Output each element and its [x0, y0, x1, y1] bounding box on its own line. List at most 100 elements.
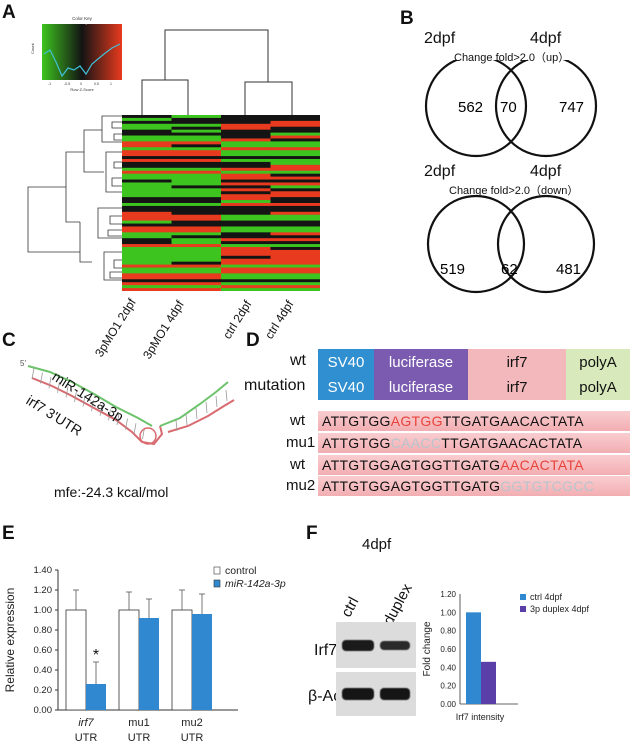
base-pair — [65, 386, 69, 398]
venn-up-overlap-count: 70 — [500, 99, 517, 116]
sv40-segment: SV40 — [318, 349, 374, 375]
color-key-ylabel: Count — [30, 42, 35, 54]
heatmap-cell — [221, 264, 271, 269]
panel-letter-f: F — [306, 523, 318, 544]
heatmap-cell — [221, 270, 271, 274]
heatmap-column-label: ctrl 4dpf — [262, 297, 297, 342]
polya-segment: polyA — [566, 349, 630, 375]
heatmap-cell — [221, 273, 271, 277]
sequence-part: ATTGTGGAGTGGTTGATG — [322, 457, 501, 473]
sequence-part: ATTGTGG — [322, 435, 391, 451]
heatmap-cell — [122, 144, 172, 148]
heatmap-cell — [171, 197, 222, 201]
heatmap-cell — [221, 135, 271, 139]
heatmap-cell — [270, 285, 321, 289]
heatmap-cell — [171, 229, 222, 233]
heatmap-cell — [171, 220, 222, 225]
heatmap-cell — [270, 156, 321, 160]
heatmap-cell — [122, 176, 172, 181]
heatmap-cell — [171, 255, 222, 260]
base-pair — [57, 381, 60, 393]
x-tick-label: irf7 — [78, 717, 94, 729]
venn-down-overlap-count: 62 — [501, 261, 518, 278]
legend-swatch — [213, 579, 221, 588]
luciferase-segment: luciferase — [374, 349, 468, 375]
heatmap-cell — [171, 179, 222, 183]
heatmap-cell — [171, 150, 222, 154]
heatmap-cell — [171, 282, 222, 286]
heatmap-cell — [270, 123, 321, 128]
heatmap-cell — [270, 132, 321, 137]
heatmap-cell — [171, 203, 222, 207]
y-tick-label: 0.60 — [34, 645, 53, 656]
heatmap-cell — [171, 194, 222, 198]
venn-down: 519 62 481 — [426, 194, 596, 294]
bar-duplex — [481, 661, 496, 704]
heatmap-cell — [221, 132, 271, 137]
heatmap-cell — [270, 241, 321, 245]
heatmap-cell — [171, 214, 222, 219]
heatmap-cell — [171, 232, 222, 236]
sequence-site: GGTGTCGCC — [500, 478, 595, 494]
venn-down-left-label: 2dpf — [424, 163, 456, 180]
heatmap-cell — [122, 255, 172, 260]
color-key-xlabel: Row Z-Score — [70, 87, 94, 92]
sequence-name: mu2 — [286, 477, 316, 494]
heatmap-cell — [221, 144, 271, 148]
heatmap-cell — [270, 279, 321, 283]
blot-band — [342, 640, 374, 651]
heatmap-cell — [171, 115, 222, 119]
sequence-name: wt — [290, 412, 305, 429]
blot-lane-label: ctrl — [338, 594, 363, 620]
heatmap-cell — [270, 173, 321, 178]
heatmap-cell — [171, 249, 222, 254]
base-pair — [74, 390, 77, 403]
heatmap-cell — [122, 220, 172, 225]
sequence-part: TTGATGAACACTATA — [442, 413, 584, 429]
heatmap-cell — [221, 252, 271, 257]
heatmap-cell — [221, 161, 271, 166]
x-tick-label: mu1 — [128, 717, 149, 729]
venn-up-right-count: 747 — [559, 99, 584, 116]
heatmap-cell — [122, 126, 172, 131]
sequence-site: AGTGG — [390, 413, 443, 429]
heatmap-cell — [122, 226, 172, 230]
heatmap-cell — [122, 179, 172, 183]
panel-letter-b: B — [400, 8, 414, 29]
heatmap-cell — [122, 120, 172, 125]
base-pair — [82, 395, 86, 407]
heatmap-cell — [171, 235, 222, 239]
base-pair — [215, 395, 218, 408]
blot-band — [380, 641, 410, 650]
heatmap-cell — [171, 159, 222, 163]
heatmap-cell — [122, 188, 172, 192]
heatmap-cell — [221, 249, 271, 254]
heatmap-cell — [221, 241, 271, 245]
heatmap-cell — [122, 173, 172, 178]
heatmap-cell — [122, 141, 172, 145]
heatmap-cell — [221, 120, 271, 125]
heatmap-cell — [122, 217, 172, 222]
heatmap-cell — [122, 247, 172, 251]
x-tick-sublabel: UTR — [128, 732, 151, 744]
heatmap-cell — [171, 153, 222, 157]
heatmap-cell — [270, 179, 321, 183]
base-pair — [91, 400, 94, 412]
heatmap-cell — [171, 173, 222, 178]
heatmap-cell — [221, 173, 271, 178]
heatmap-cell — [270, 232, 321, 236]
venn-up-left-count: 562 — [458, 99, 483, 116]
heatmap-cell — [171, 279, 222, 283]
y-tick-label: 0.80 — [440, 627, 456, 636]
heatmap-cell — [171, 276, 222, 280]
heatmap-cell — [122, 197, 172, 201]
heatmap-cell — [270, 249, 321, 254]
heatmap-cell — [221, 182, 271, 186]
heatmap-cell — [171, 244, 222, 248]
heatmap-cell — [221, 176, 271, 181]
rna-hybrid-structure: 5' — [20, 359, 235, 446]
y-tick-label: 1.40 — [34, 565, 53, 576]
heatmap-cell — [171, 223, 222, 227]
heatmap-cell — [221, 194, 271, 198]
heatmap-cell — [270, 267, 321, 271]
